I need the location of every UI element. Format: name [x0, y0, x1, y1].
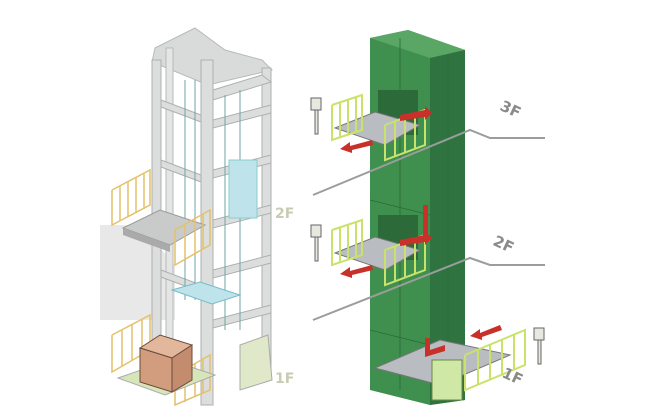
- right-enclosed-lift: [310, 30, 545, 405]
- right-label-3f: 3F: [497, 97, 523, 122]
- call-stations: [310, 97, 545, 365]
- red-arrows: [340, 106, 502, 357]
- left-label-1f: 1F: [275, 371, 294, 387]
- right-label-2f: 2F: [490, 232, 516, 257]
- shaft-side: [430, 50, 465, 405]
- right-label-1f: 1F: [499, 364, 525, 389]
- lift-carriage: [170, 281, 242, 305]
- control-cabinet: [239, 334, 273, 391]
- control-cabinet-right: [431, 359, 463, 401]
- left-frame-lift: [100, 27, 273, 407]
- shaft-top: [370, 30, 465, 58]
- frame-pillar-back: [165, 47, 174, 369]
- frame-pillar-center: [200, 59, 214, 406]
- floor-lines: [312, 128, 545, 321]
- counterweight-panel: [228, 159, 258, 219]
- upper-platform-edge: [123, 228, 170, 252]
- left-label-2f: 2F: [275, 206, 294, 222]
- cargo-boxes: [138, 334, 194, 393]
